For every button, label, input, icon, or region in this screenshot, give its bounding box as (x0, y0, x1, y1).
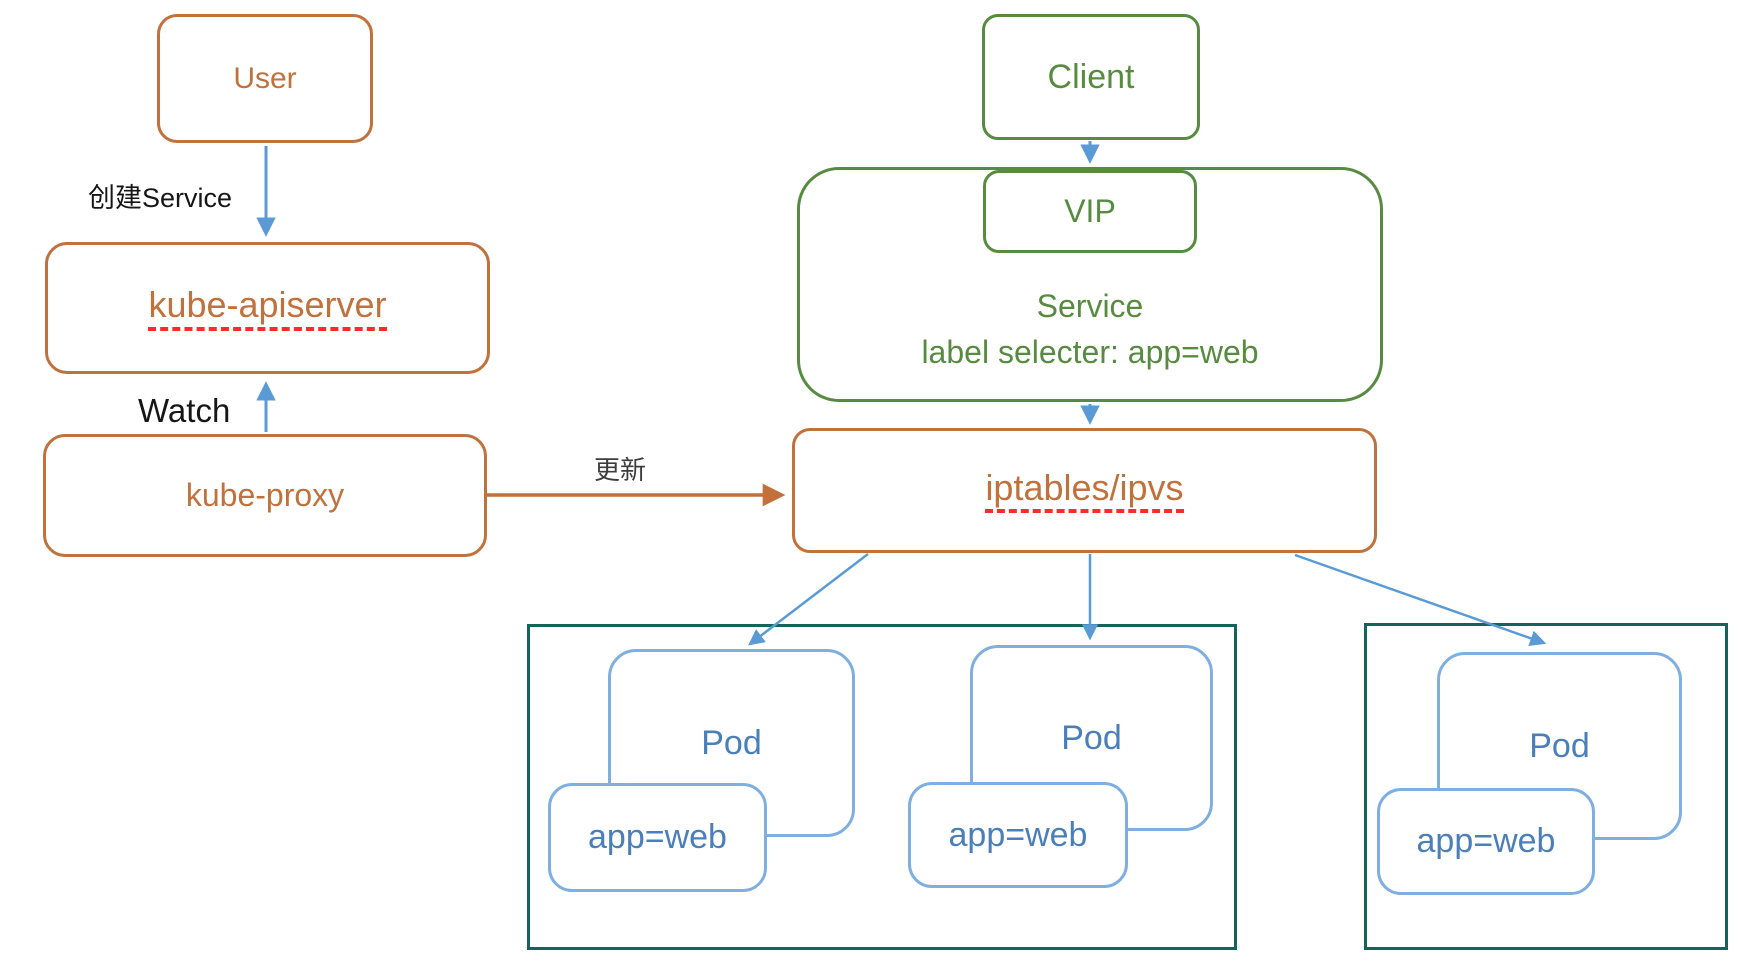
pod-1-label: Pod (701, 723, 762, 762)
create-service-label: 创建Service (88, 183, 233, 213)
node-2-box (1364, 623, 1728, 950)
client-label: Client (1047, 57, 1135, 96)
pod-2-app-label: app=web (948, 815, 1088, 854)
user-box: User (157, 14, 373, 143)
user-label: User (233, 61, 297, 95)
iptables-box: iptables/ipvs (792, 428, 1377, 553)
service-selector: label selecter: app=web (921, 334, 1259, 370)
update-label: 更新 (594, 455, 647, 485)
pod-1-app-badge: app=web (548, 783, 767, 892)
pod-1-app-label: app=web (588, 818, 727, 856)
kube-proxy-label: kube-proxy (185, 477, 345, 513)
kube-apiserver-box: kube-apiserver (45, 242, 490, 374)
vip-label: VIP (1064, 193, 1116, 229)
kube-proxy-box: kube-proxy (43, 434, 487, 557)
service-text: Service label selecter: app=web (921, 283, 1258, 375)
service-title: Service (1036, 288, 1144, 324)
pod-3-label: Pod (1529, 726, 1590, 765)
client-box: Client (982, 14, 1200, 140)
node-1-box (527, 624, 1237, 950)
pod-2-app-badge: app=web (908, 782, 1128, 888)
pod-3-app-badge: app=web (1377, 788, 1595, 895)
pod-2-label: Pod (1061, 718, 1122, 757)
vip-box: VIP (983, 170, 1197, 253)
kube-apiserver-label: kube-apiserver (148, 285, 387, 331)
watch-label: Watch (138, 392, 231, 429)
iptables-label: iptables/ipvs (985, 468, 1184, 514)
pod-3-app-label: app=web (1416, 822, 1556, 860)
